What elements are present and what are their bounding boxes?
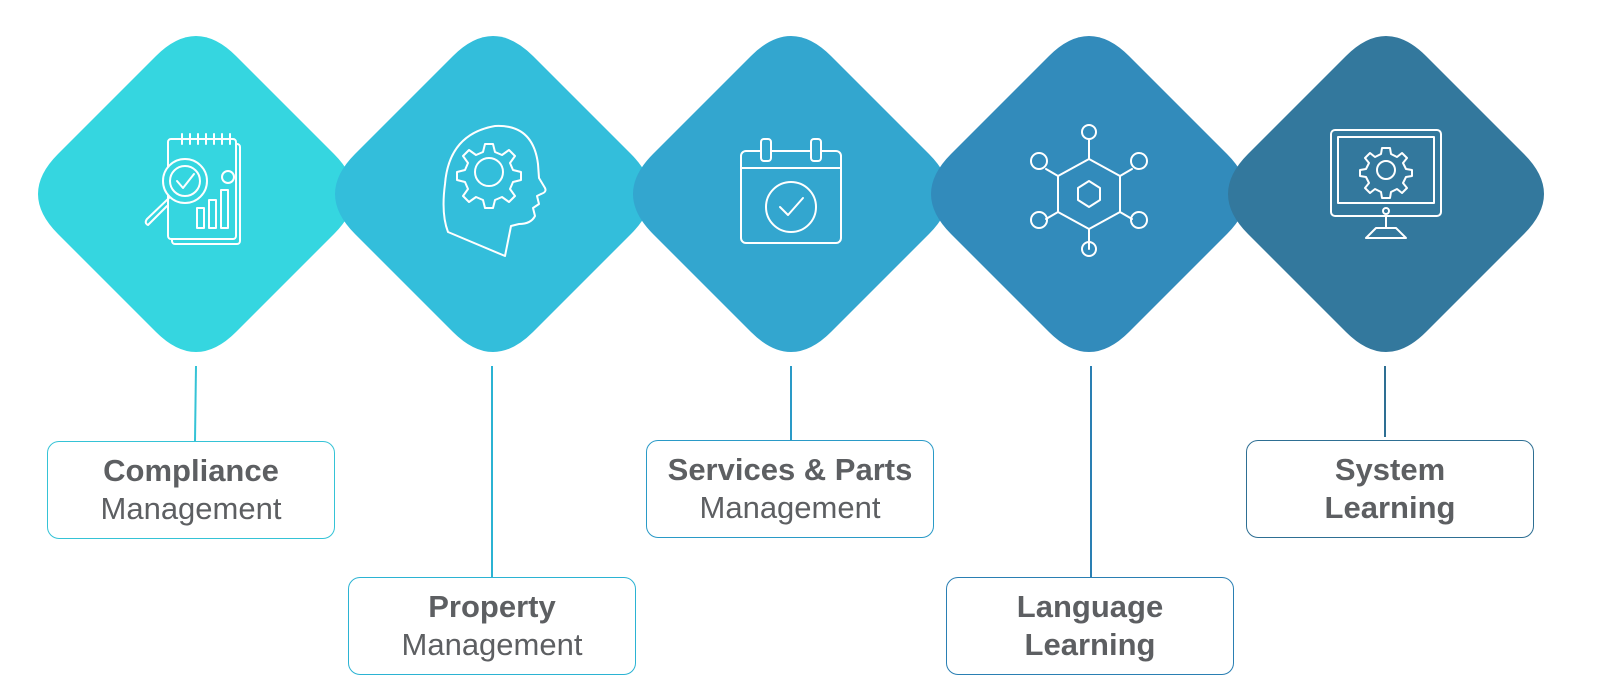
label-subtitle: Learning [1024, 627, 1156, 662]
label-property-management: Property Management [348, 577, 636, 675]
label-services-parts-management: Services & Parts Management [646, 440, 934, 538]
label-compliance-management: Compliance Management [47, 441, 335, 539]
head-gear-icon [442, 124, 547, 257]
label-subtitle: Management [699, 490, 881, 525]
label-subtitle: Management [100, 491, 282, 526]
label-system-learning: System Learning [1246, 440, 1534, 538]
diamond-property [335, 36, 651, 352]
label-subtitle: Management [401, 627, 583, 662]
diamond-language [931, 36, 1247, 352]
label-title: Language [1016, 589, 1164, 624]
connector-line-1 [194, 365, 197, 442]
diamond-system [1228, 36, 1544, 352]
label-title: System [1334, 452, 1446, 487]
label-subtitle: Learning [1324, 490, 1456, 525]
diamond-services [633, 36, 949, 352]
label-title: Services & Parts [667, 452, 913, 487]
hexagon-network-icon [1030, 124, 1148, 257]
label-title: Compliance [103, 453, 279, 488]
label-title: Property [428, 589, 556, 624]
compliance-report-icon [144, 133, 241, 245]
label-language-learning: Language Learning [946, 577, 1234, 675]
monitor-gear-icon [1330, 129, 1442, 239]
calendar-check-icon [740, 138, 842, 244]
